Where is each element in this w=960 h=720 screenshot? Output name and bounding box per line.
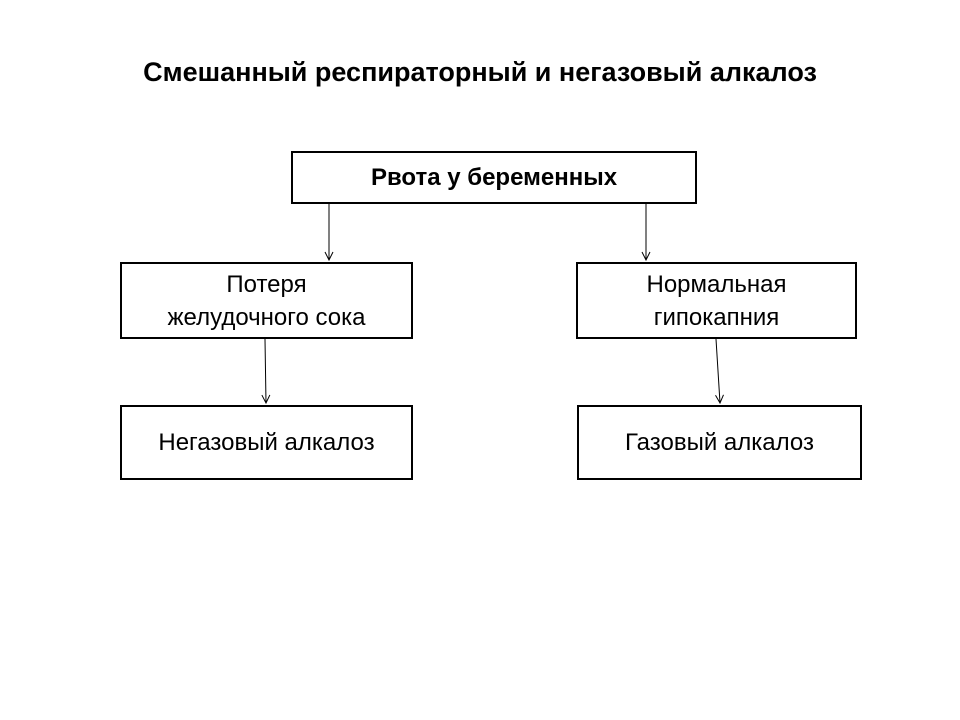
- box-left-bottom-label: Негазовый алкалоз: [158, 429, 375, 456]
- box-left-bottom: Негазовый алкалоз: [120, 405, 413, 480]
- box-left-mid-line2: желудочного сока: [167, 303, 366, 331]
- box-right-bottom-label: Газовый алкалоз: [625, 429, 814, 456]
- box-left-mid: Потеря желудочного сока: [120, 262, 413, 339]
- box-right-mid-line1: Нормальная: [646, 270, 787, 298]
- box-right-bottom: Газовый алкалоз: [577, 405, 862, 480]
- arrow-left-mid-to-left-bottom: [265, 338, 266, 403]
- box-right-mid-line2: гипокапния: [653, 303, 780, 331]
- box-right-mid: Нормальная гипокапния: [576, 262, 857, 339]
- box-root-cause-label: Рвота у беременных: [370, 164, 618, 191]
- box-left-mid-line1: Потеря: [226, 270, 307, 298]
- slide-title: Смешанный респираторный и негазовый алка…: [143, 57, 817, 87]
- box-root-cause: Рвота у беременных: [291, 151, 697, 204]
- arrow-right-mid-to-right-bottom: [716, 338, 720, 403]
